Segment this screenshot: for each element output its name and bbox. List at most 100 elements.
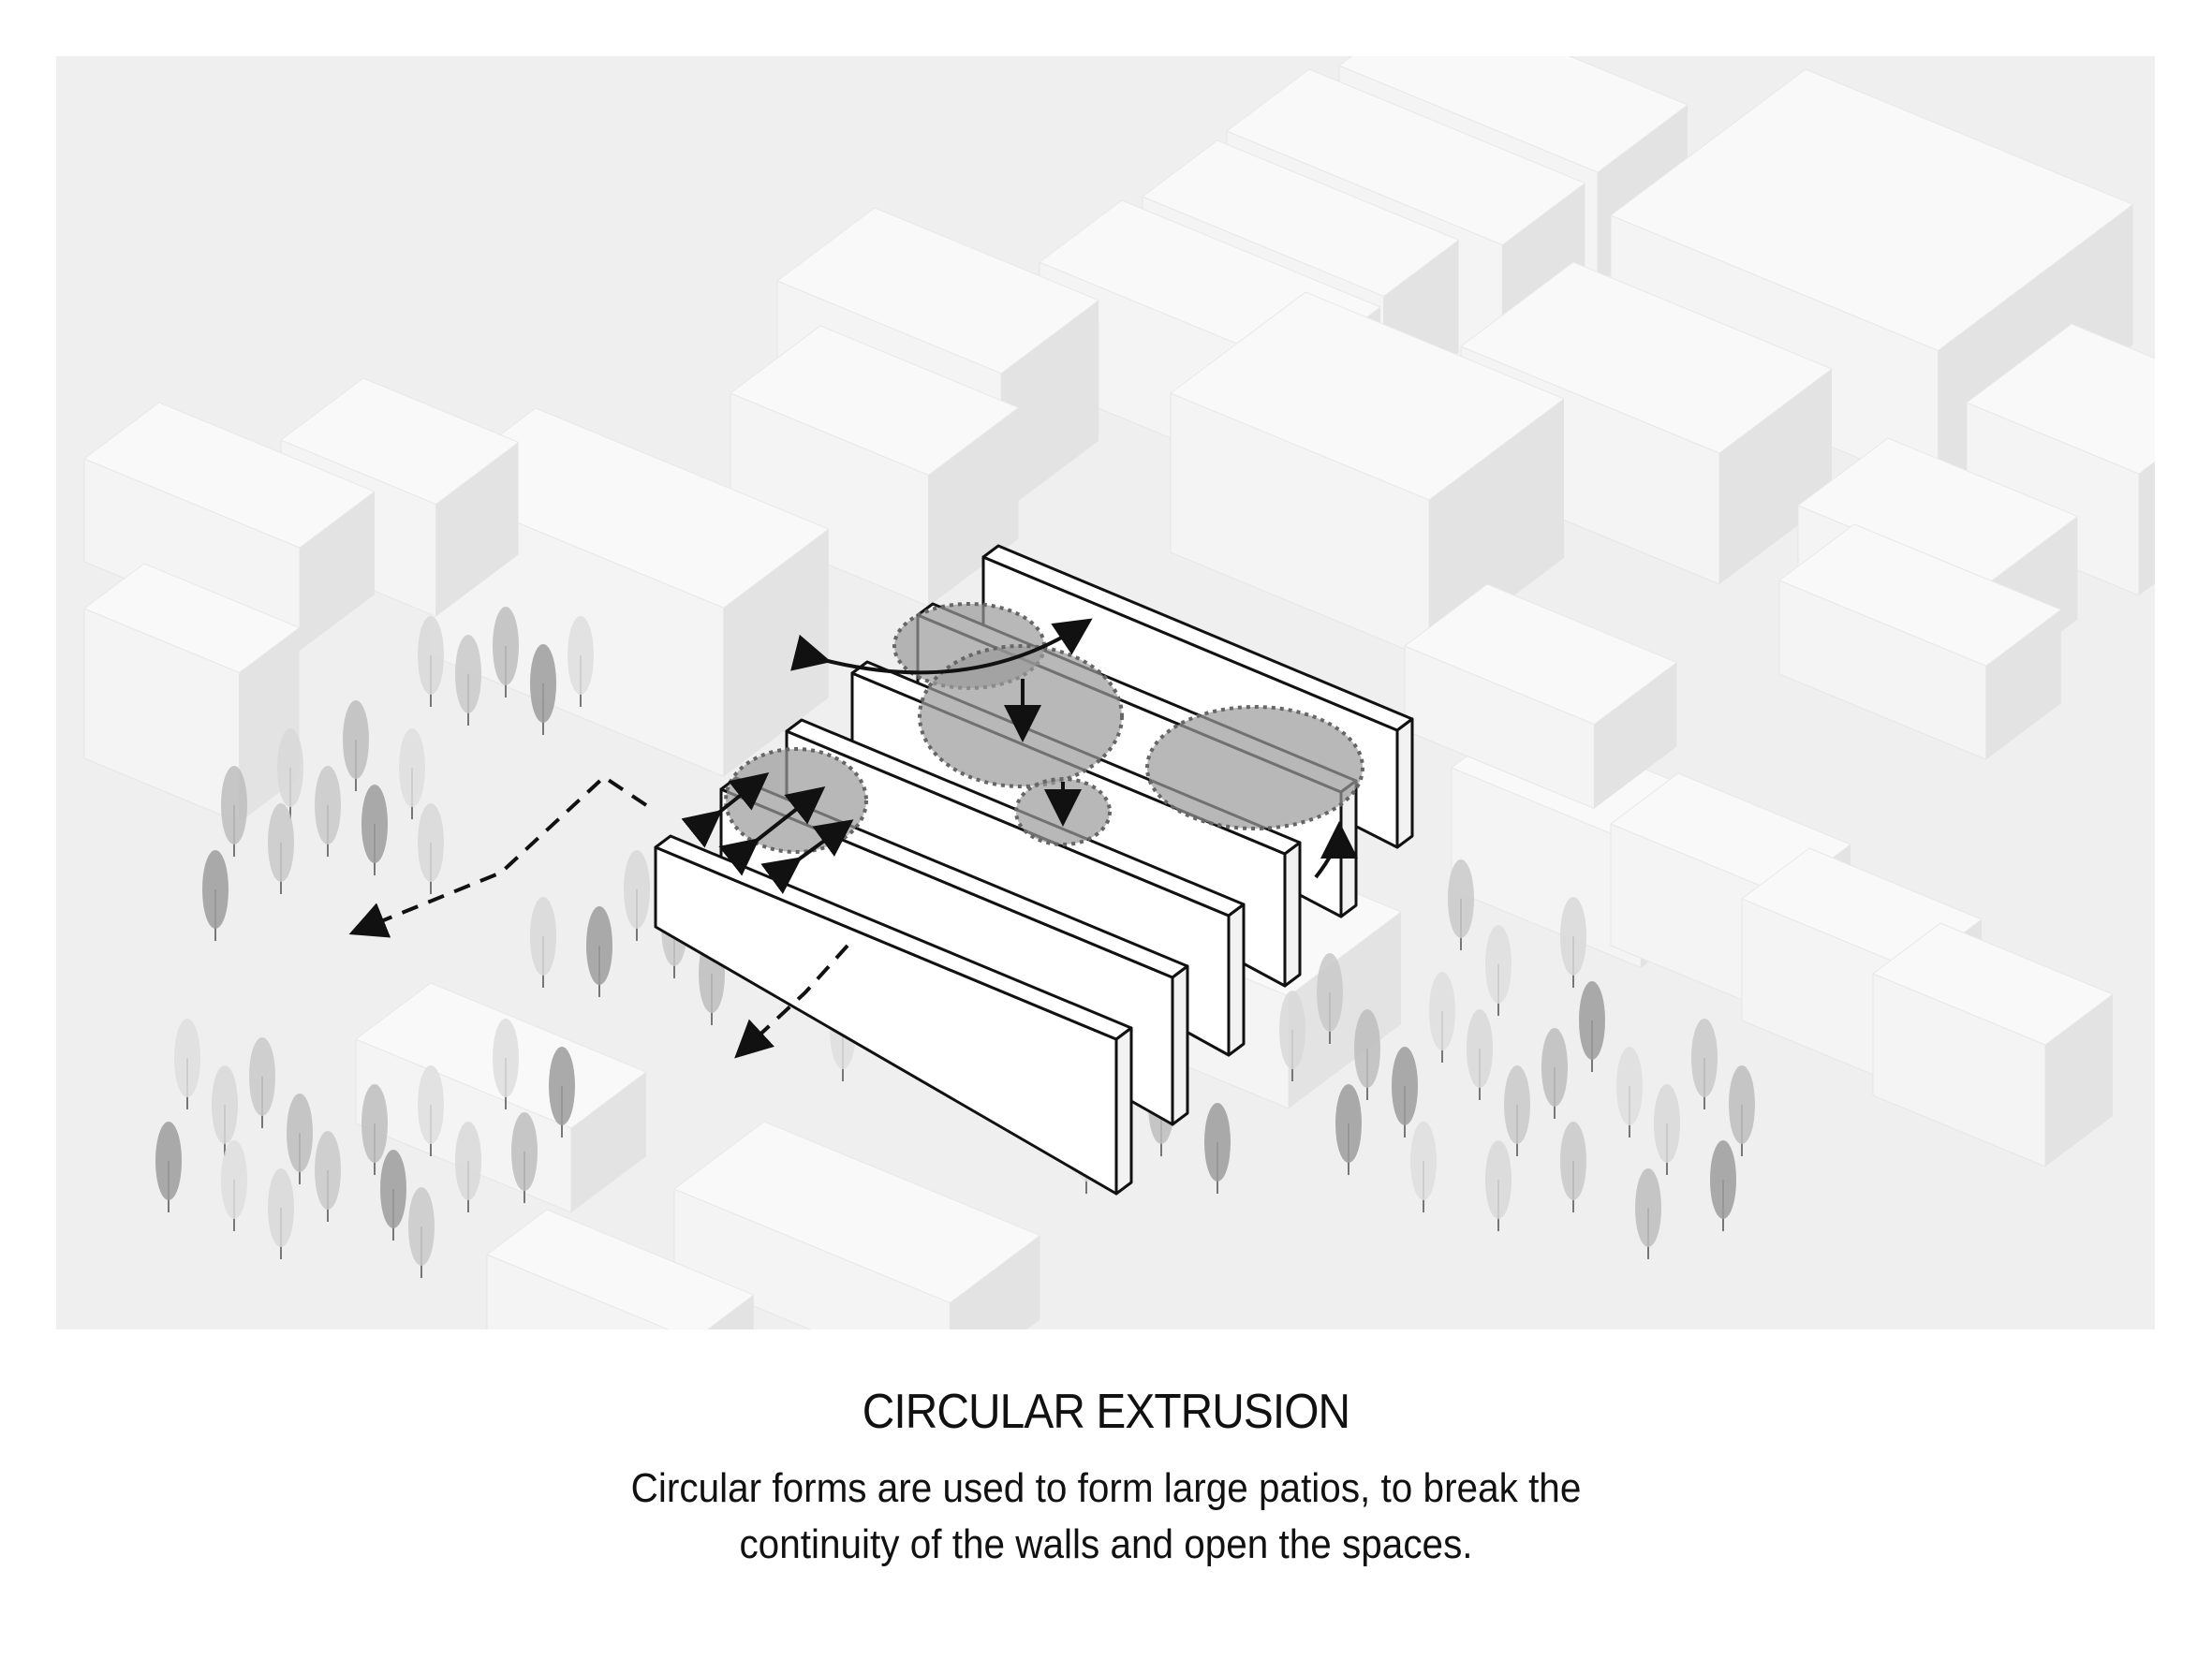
building-side bbox=[571, 1072, 646, 1212]
tree-icon bbox=[1204, 1103, 1231, 1182]
tree-icon bbox=[493, 607, 519, 685]
tree-icon bbox=[1616, 1047, 1643, 1125]
tree-icon bbox=[530, 644, 556, 723]
tree-icon bbox=[455, 635, 481, 713]
double-arrow-3-icon bbox=[760, 819, 854, 894]
urban-axonometric-diagram bbox=[56, 56, 2155, 1329]
tree-icon bbox=[399, 728, 425, 807]
tree-icon bbox=[1485, 1140, 1512, 1219]
building-side bbox=[435, 442, 519, 617]
building-roof bbox=[430, 407, 830, 609]
tree-icon bbox=[1335, 1084, 1362, 1163]
caption-description-line-2: continuity of the walls and open the spa… bbox=[739, 1521, 1473, 1567]
tree-icon bbox=[380, 1150, 406, 1228]
tree-icon bbox=[493, 1019, 519, 1097]
tree-icon bbox=[1691, 1019, 1718, 1097]
tree-icon bbox=[418, 616, 444, 695]
slab-wall-end bbox=[1114, 1026, 1133, 1196]
tree-icon bbox=[530, 897, 556, 976]
patio-circle-right bbox=[1145, 705, 1364, 830]
tree-icon bbox=[408, 1187, 435, 1266]
tree-icon bbox=[212, 1065, 238, 1144]
building-roof bbox=[730, 325, 1020, 476]
curved-up-arrow-icon bbox=[1314, 821, 1358, 879]
tree-icon bbox=[511, 1112, 538, 1191]
building-side bbox=[950, 1235, 1040, 1329]
building-roof bbox=[1966, 323, 2155, 475]
building-side bbox=[723, 529, 829, 777]
building-side bbox=[2045, 994, 2113, 1167]
curved-double-arrow-icon bbox=[790, 618, 1093, 675]
tree-icon bbox=[455, 1122, 481, 1200]
tree-icon bbox=[1541, 1028, 1568, 1107]
tree-icon bbox=[268, 1168, 294, 1247]
tree-icon bbox=[586, 906, 612, 985]
tree-icon bbox=[1467, 1009, 1493, 1088]
trees bbox=[155, 607, 1755, 1278]
tree-icon bbox=[287, 1094, 313, 1172]
building-roof bbox=[1872, 922, 2114, 1046]
dashed-path-west-icon bbox=[348, 774, 648, 938]
tree-icon bbox=[568, 616, 594, 695]
slab-wall-end bbox=[1395, 717, 1414, 849]
building-roof bbox=[1460, 261, 1833, 454]
building-side bbox=[2139, 462, 2155, 595]
tree-icon bbox=[1635, 1168, 1661, 1247]
tree-icon bbox=[1354, 1009, 1380, 1088]
building-roof bbox=[280, 377, 520, 505]
tree-icon bbox=[549, 1047, 575, 1125]
building-side bbox=[1719, 369, 1832, 584]
building-side bbox=[300, 492, 375, 651]
tree-icon bbox=[315, 766, 341, 844]
building-roof bbox=[776, 207, 1099, 374]
context-buildings bbox=[83, 56, 2155, 1329]
tree-icon bbox=[249, 1037, 275, 1116]
tree-icon bbox=[1579, 981, 1605, 1060]
building-side bbox=[928, 407, 1019, 607]
slab-wall-end bbox=[1171, 964, 1189, 1126]
tree-icon bbox=[1392, 1047, 1418, 1125]
building-roof bbox=[1610, 68, 2134, 351]
tree-icon bbox=[174, 1019, 200, 1097]
building-roof bbox=[83, 563, 301, 673]
tree-icon bbox=[343, 700, 369, 779]
tree-icon bbox=[1504, 1065, 1530, 1144]
tree-icon bbox=[1560, 1122, 1586, 1200]
building-roof bbox=[673, 1121, 1040, 1304]
slab-wall-end bbox=[1227, 903, 1246, 1057]
tree-icon bbox=[155, 1122, 182, 1200]
building-side bbox=[1001, 300, 1099, 514]
tree-icon bbox=[202, 850, 229, 929]
tree-icon bbox=[418, 803, 444, 882]
tree-icon bbox=[1654, 1084, 1680, 1163]
tree-icon bbox=[1560, 897, 1586, 976]
tree-icon bbox=[1429, 972, 1455, 1050]
tree-icon bbox=[268, 803, 294, 882]
tree-icon bbox=[418, 1065, 444, 1144]
slab-wall-end bbox=[1283, 841, 1302, 988]
tree-icon bbox=[361, 1084, 388, 1163]
dashed-path-south-icon bbox=[734, 944, 849, 1059]
building-roof bbox=[83, 402, 376, 549]
tree-icon bbox=[1317, 953, 1343, 1032]
building-side bbox=[1985, 609, 2061, 760]
tree-icon bbox=[221, 766, 247, 844]
building-roof bbox=[1142, 139, 1460, 297]
building-roof bbox=[1226, 68, 1585, 246]
tree-icon bbox=[315, 1131, 341, 1210]
tree-icon bbox=[1448, 859, 1474, 938]
building-side bbox=[1594, 662, 1677, 809]
building-roof bbox=[1778, 523, 2062, 667]
tree-icon bbox=[1729, 1065, 1755, 1144]
tree-icon bbox=[221, 1140, 247, 1219]
tree-icon bbox=[361, 785, 388, 863]
caption-title: CIRCULAR EXTRUSION bbox=[862, 1385, 1350, 1439]
tree-icon bbox=[1485, 925, 1512, 1004]
movement-arrows bbox=[348, 618, 1358, 1059]
tree-icon bbox=[1410, 1122, 1437, 1200]
tree-icon bbox=[1279, 991, 1305, 1069]
building-roof bbox=[1338, 56, 1688, 173]
building-roof bbox=[1170, 291, 1565, 501]
patio-circle-left bbox=[724, 747, 868, 854]
tree-icon bbox=[624, 850, 650, 929]
